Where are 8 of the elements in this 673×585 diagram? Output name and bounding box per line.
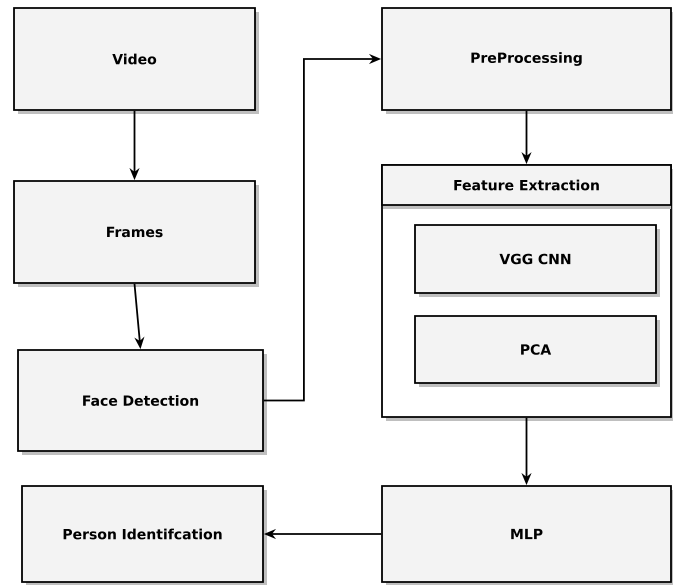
process-box: MLP xyxy=(381,485,673,585)
process-box: Face Detection xyxy=(17,349,267,455)
process-box: VGG CNN xyxy=(414,224,660,297)
process-box: Frames xyxy=(13,180,259,287)
process-box: Video xyxy=(13,7,259,114)
process-box: PreProcessing xyxy=(381,7,673,114)
process-box: PCA xyxy=(414,315,660,387)
process-box: Person Identifcation xyxy=(21,485,267,585)
